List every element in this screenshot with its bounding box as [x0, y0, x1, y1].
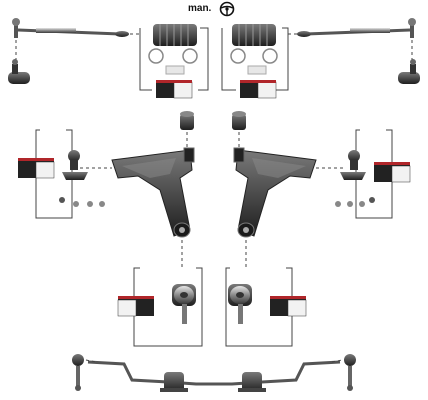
ball-joint-right [340, 150, 366, 180]
ball-joint-kit-right [335, 129, 411, 219]
arm-bushing-top-left [180, 111, 194, 130]
parts-box-mid-right [374, 162, 411, 183]
stabilizer-bushing-right [238, 372, 266, 392]
stabilizer-link-left [72, 354, 84, 391]
arm-bushing-left [172, 284, 196, 306]
arm-bushing-top-right [232, 111, 246, 130]
tie-rod-left [12, 18, 129, 38]
ball-joint-left [62, 150, 88, 180]
parts-box-top-left [156, 80, 193, 99]
control-arm-left [111, 147, 195, 238]
bushing-kit-right [225, 267, 307, 347]
tie-rod-right [297, 18, 416, 38]
steering-boot-left [153, 24, 197, 46]
parts-box-low-left [117, 296, 154, 317]
parts-box-top-right [240, 80, 277, 99]
steering-boot-right [232, 24, 276, 46]
stabilizer-bushing-left [160, 372, 188, 392]
parts-box-mid-left [18, 158, 55, 179]
steering-boot-kit-right [221, 24, 298, 99]
control-arm-right [233, 147, 317, 238]
tie-rod-end-right [398, 59, 420, 84]
stabilizer-link-right [344, 354, 356, 391]
parts-box-low-right [270, 296, 307, 317]
tie-rod-end-left [8, 59, 30, 84]
arm-bushing-right [228, 284, 252, 306]
stabilizer-bar [87, 360, 341, 386]
steering-boot-kit-left [130, 24, 209, 99]
ball-joint-kit-left [18, 129, 105, 219]
manual-steering-label: man. [188, 3, 212, 14]
steering-wheel-icon [219, 1, 235, 17]
bushing-kit-left [117, 267, 203, 347]
